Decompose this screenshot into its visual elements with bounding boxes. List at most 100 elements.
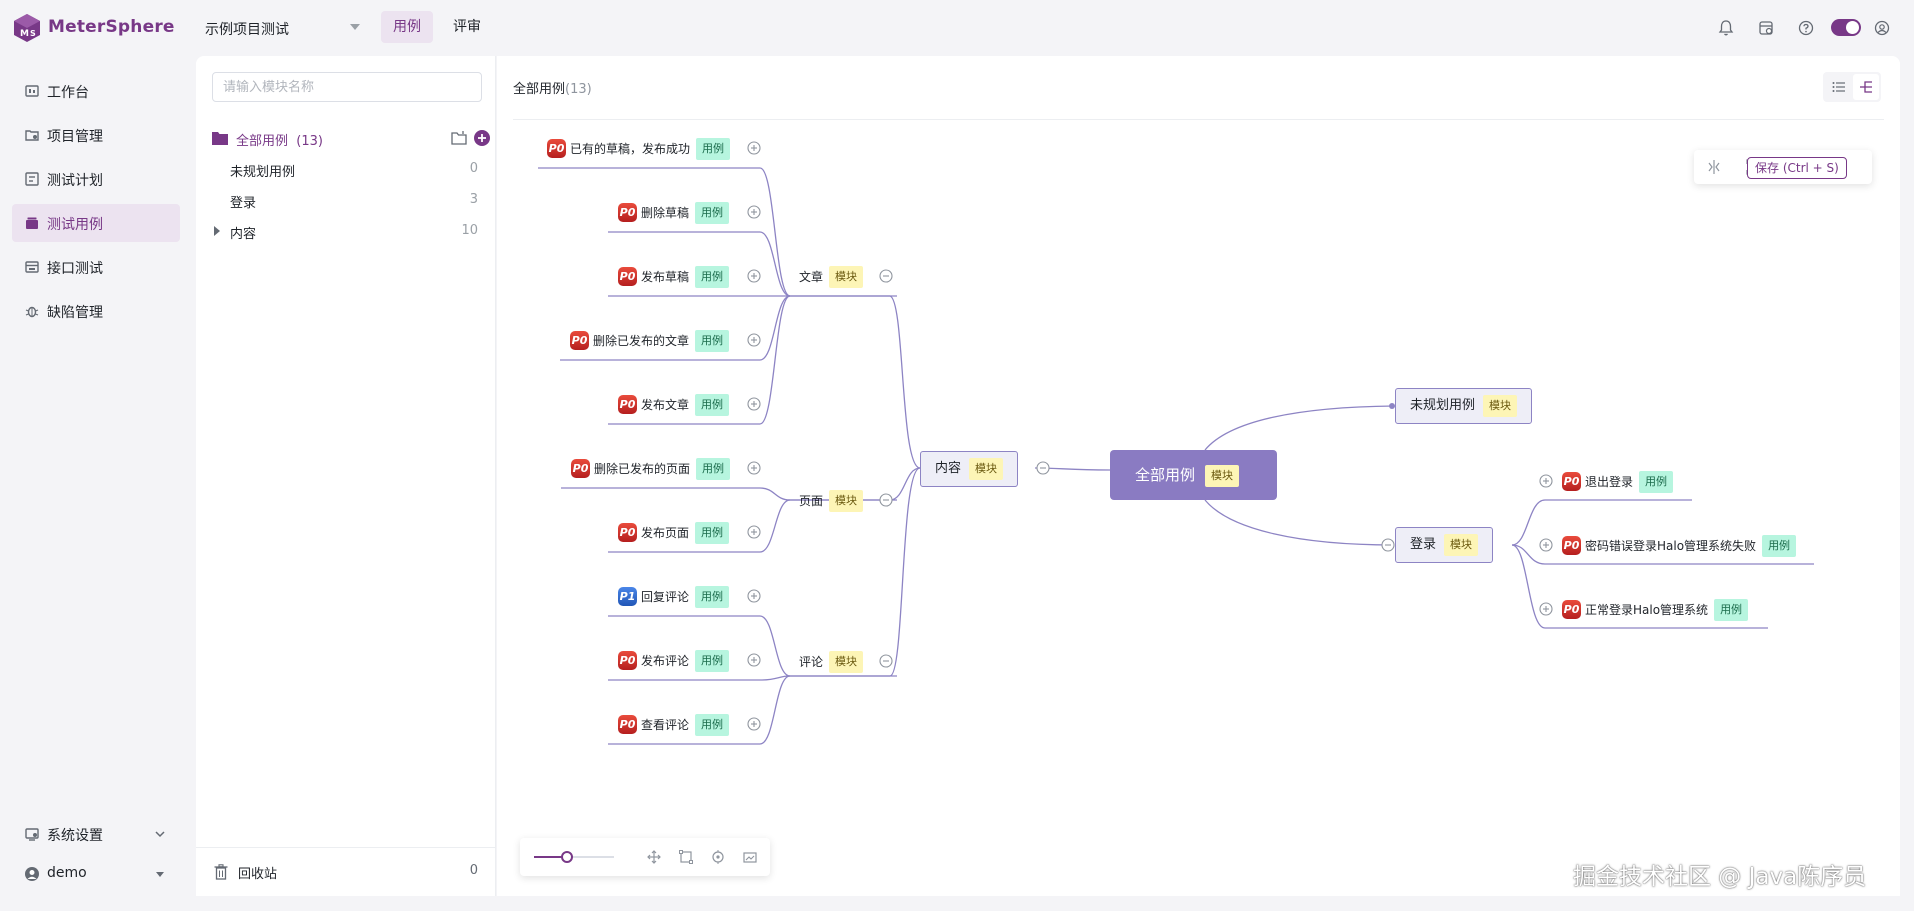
- mindmap-module-content[interactable]: 内容模块: [920, 451, 1019, 487]
- save-button[interactable]: 保存 (Ctrl + S): [1747, 157, 1847, 179]
- theme-toggle[interactable]: [1831, 19, 1861, 36]
- tree-node-label: 内容: [230, 227, 257, 242]
- expand-arrow-icon[interactable]: [214, 226, 220, 236]
- bug-icon: [25, 306, 39, 318]
- tab-case[interactable]: 用例: [381, 11, 433, 43]
- divider: [196, 847, 496, 848]
- tree-node-count: 0: [469, 161, 478, 176]
- tab-review[interactable]: 评审: [453, 19, 481, 35]
- nav-api-test[interactable]: 接口测试: [12, 248, 180, 286]
- tree-node-count: 10: [461, 223, 478, 238]
- task-center-icon[interactable]: [1756, 18, 1776, 38]
- list-view-button[interactable]: [1826, 74, 1852, 100]
- chevron-down-icon[interactable]: [350, 24, 360, 30]
- mindmap-module-page[interactable]: 页面模块: [799, 489, 864, 512]
- user-menu[interactable]: demo: [12, 855, 180, 893]
- help-icon[interactable]: [1796, 18, 1816, 38]
- tree-node-root[interactable]: 全部用例 (13): [212, 124, 490, 152]
- nav-label: 接口测试: [47, 261, 103, 277]
- account-icon[interactable]: [1872, 18, 1892, 38]
- nav-test-plan[interactable]: 测试计划: [12, 160, 180, 198]
- nav-label: 系统设置: [47, 828, 103, 844]
- avatar-icon: [25, 867, 39, 881]
- zoom-slider-track[interactable]: [534, 856, 614, 858]
- recycle-bin[interactable]: 回收站 0: [212, 860, 482, 884]
- user-name: demo: [47, 865, 87, 881]
- recycle-count: 0: [469, 863, 478, 878]
- chevron-down-icon[interactable]: [154, 828, 166, 840]
- nav-label: 缺陷管理: [47, 305, 103, 321]
- nav-label: 工作台: [47, 85, 89, 101]
- tree-node-count: 3: [469, 192, 478, 207]
- project-icon: [25, 130, 39, 141]
- nav-test-case[interactable]: 测试用例: [12, 204, 180, 242]
- nav-system-settings[interactable]: 系统设置: [12, 815, 180, 853]
- dashboard-icon: [25, 85, 39, 97]
- mindmap-module-comment[interactable]: 评论模块: [799, 650, 864, 673]
- add-folder-icon[interactable]: [451, 130, 467, 146]
- test-plan-icon: [25, 172, 39, 186]
- metersphere-logo-icon: M S: [14, 14, 40, 42]
- zoom-slider-handle[interactable]: [561, 851, 573, 863]
- nav-workbench[interactable]: 工作台: [12, 72, 180, 110]
- zoom-toolbar: [520, 838, 770, 876]
- fit-view-icon[interactable]: [679, 850, 693, 864]
- mindmap-module-unplanned[interactable]: 未规划用例模块: [1395, 388, 1533, 424]
- bell-icon[interactable]: [1716, 18, 1736, 38]
- divider: [513, 119, 1884, 120]
- test-case-icon: [26, 217, 38, 229]
- mindmap-root-node[interactable]: 全部用例模块: [1110, 450, 1277, 500]
- recycle-label: 回收站: [238, 867, 278, 882]
- trash-icon: [214, 864, 228, 880]
- tree-node-content[interactable]: 内容 10: [212, 217, 482, 245]
- zoom-slider-fill: [534, 856, 566, 858]
- list-icon: [1832, 82, 1845, 92]
- tree-node-label: 登录: [230, 196, 257, 211]
- watermark: 掘金技术社区 @ Java陈序员: [1573, 864, 1867, 890]
- expand-collapse-icon[interactable]: [1706, 159, 1722, 175]
- minimap-icon[interactable]: [743, 850, 757, 864]
- tree-node-login[interactable]: 登录 3: [212, 186, 482, 214]
- module-tree-panel: 全部用例 (13) 未规划用例 0 登录 3 内容 10 回收站 0: [196, 56, 496, 896]
- settings-icon: [25, 828, 39, 841]
- page-title: 全部用例(13): [513, 82, 592, 97]
- folder-icon: [212, 132, 228, 145]
- caret-down-icon[interactable]: [154, 868, 166, 880]
- nav-project-management[interactable]: 项目管理: [12, 116, 180, 154]
- nav-label: 测试计划: [47, 173, 103, 189]
- mindmap-module-login[interactable]: 登录模块: [1395, 527, 1494, 563]
- module-search-input[interactable]: [212, 72, 482, 102]
- locate-icon[interactable]: [711, 850, 725, 864]
- tree-node-label: 全部用例 (13): [236, 134, 323, 149]
- nav-label: 测试用例: [47, 217, 103, 233]
- mindmap-view-button[interactable]: [1853, 74, 1879, 100]
- project-selector[interactable]: 示例项目测试: [205, 22, 289, 38]
- mindmap-icon: [1860, 81, 1872, 93]
- svg-text:M: M: [20, 29, 29, 39]
- brand-name: MeterSphere: [48, 17, 175, 37]
- tree-node-label: 未规划用例: [230, 165, 296, 180]
- svg-text:S: S: [30, 29, 36, 38]
- move-icon[interactable]: [647, 850, 661, 864]
- nav-label: 项目管理: [47, 129, 103, 145]
- tree-node-unplanned[interactable]: 未规划用例 0: [212, 155, 482, 183]
- top-bar: M S MeterSphere 示例项目测试 用例 评审: [0, 0, 1914, 56]
- api-test-icon: [25, 261, 39, 273]
- add-module-icon[interactable]: [474, 130, 490, 146]
- view-switch: [1823, 72, 1881, 102]
- mindmap-module-article[interactable]: 文章模块: [799, 265, 864, 288]
- nav-bug-management[interactable]: 缺陷管理: [12, 292, 180, 330]
